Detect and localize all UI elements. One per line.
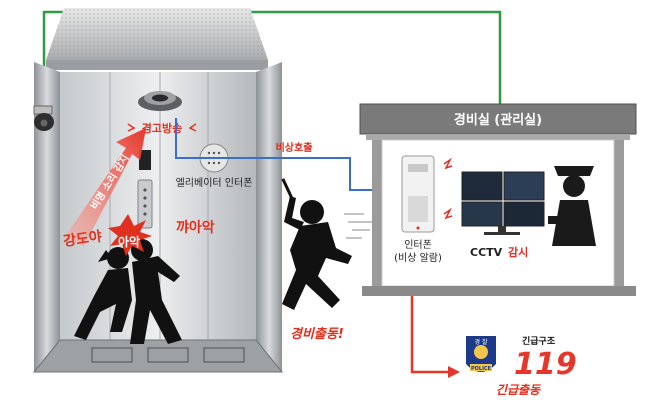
police-badge-top: 경 찰 bbox=[475, 338, 488, 346]
alarm-broadcast-label: 경고방송 bbox=[142, 121, 182, 135]
police-badge-icon bbox=[466, 336, 496, 372]
wall-intercom-icon bbox=[401, 155, 435, 233]
guard-dispatch-label: 경비출동! bbox=[290, 326, 344, 342]
emergency-call-line bbox=[175, 118, 400, 191]
emergency-dispatch-label: 긴급출동 bbox=[496, 383, 541, 397]
rescue-small-label: 긴급구조 bbox=[522, 335, 556, 347]
guard-room-title: 경비실 (관리실) bbox=[454, 112, 542, 128]
rescue-number: 119 bbox=[514, 347, 577, 382]
intercom-label-1: 인터폰 bbox=[404, 239, 432, 251]
elevator-intercom-label: 엘리베이터 인터폰 bbox=[176, 176, 253, 189]
scream-1: 아악 bbox=[118, 234, 140, 249]
speed-lines bbox=[344, 213, 372, 239]
guard-icon bbox=[548, 166, 596, 246]
dispatch-arrow bbox=[410, 296, 448, 374]
victim-and-robber-figures bbox=[74, 239, 182, 344]
cctv-label: CCTV bbox=[470, 246, 503, 259]
floor-display bbox=[139, 150, 151, 170]
monitoring-label: 감시 bbox=[508, 245, 528, 259]
emergency-call-label: 비상호출 bbox=[276, 141, 313, 154]
camera-icon bbox=[33, 105, 54, 131]
monitor-icon bbox=[461, 171, 545, 235]
police-badge-text: POLICE bbox=[471, 366, 492, 372]
intercom-label-2: (비상 알람) bbox=[394, 251, 442, 264]
cctv-green-line bbox=[42, 10, 502, 172]
elevator bbox=[32, 8, 284, 373]
impact-burst bbox=[108, 214, 152, 256]
robber-shout: 강도야 bbox=[62, 228, 103, 250]
speaker-icon bbox=[138, 91, 182, 111]
alarm-sparks bbox=[443, 157, 453, 220]
runner-icon bbox=[281, 178, 352, 310]
scream-2: 꺄아악 bbox=[176, 219, 215, 236]
scream-detect-arrow bbox=[64, 128, 146, 246]
